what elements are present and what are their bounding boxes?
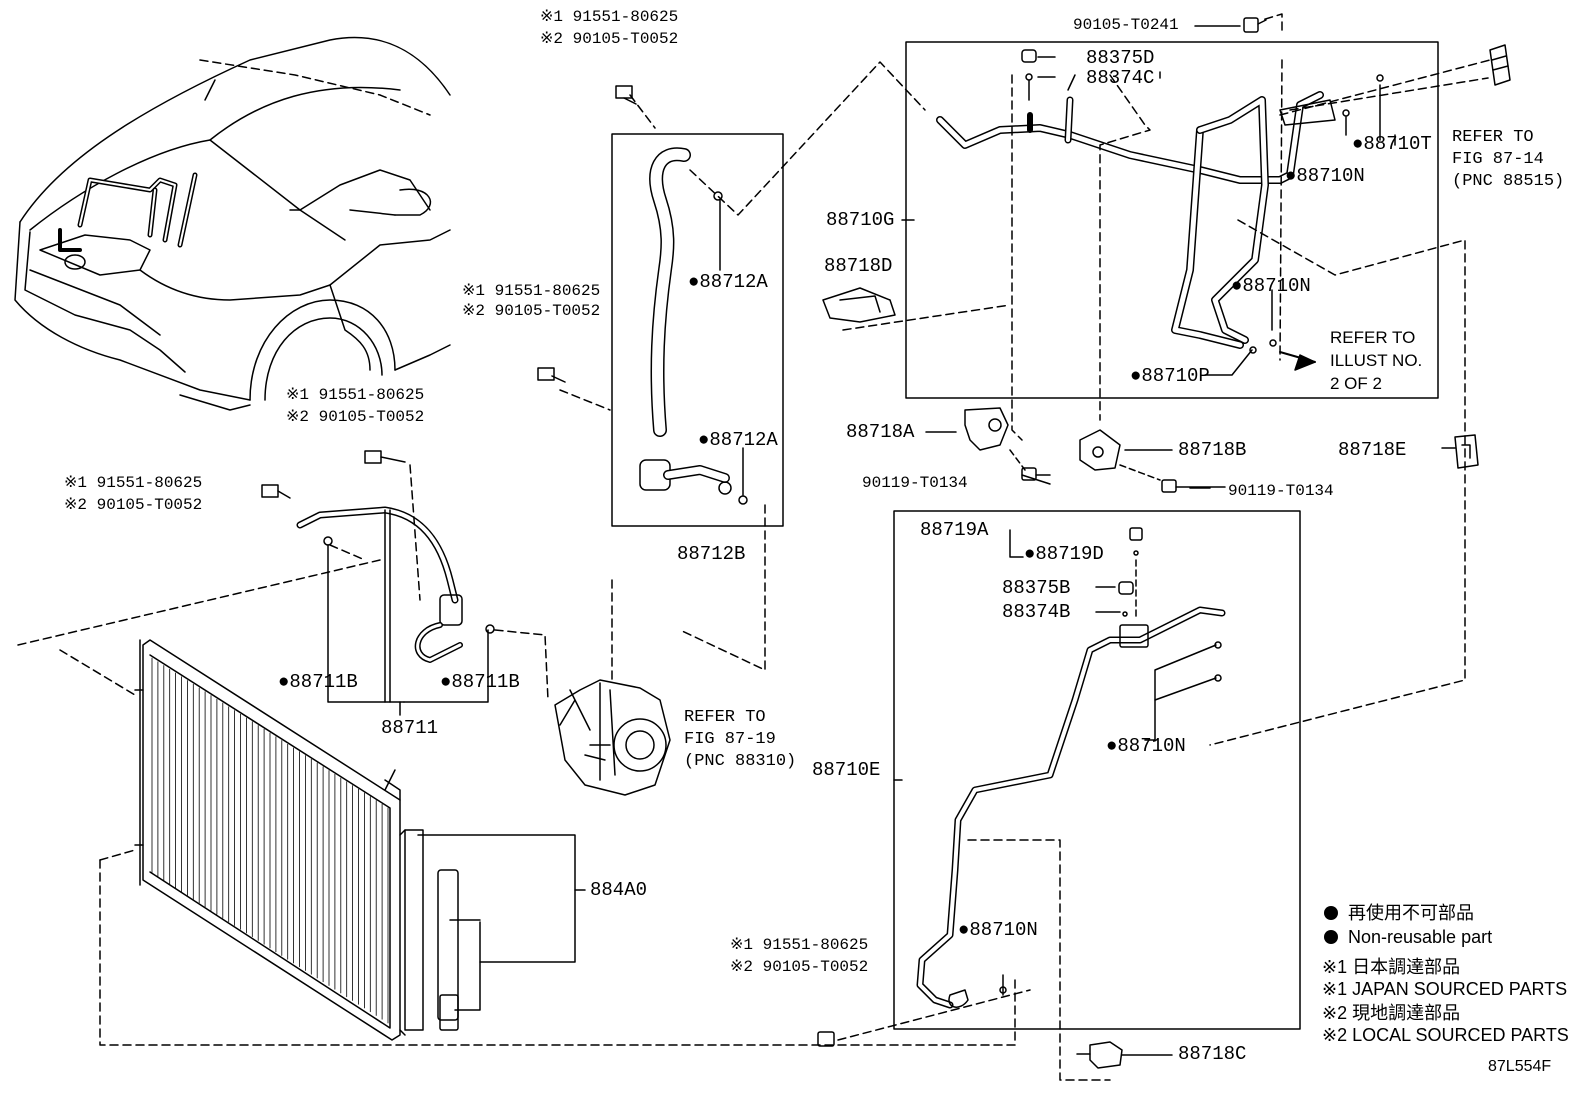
label-88718c: 88718C <box>1178 1043 1247 1065</box>
label-88710n-3: ●88710N <box>1106 735 1186 757</box>
label-bolt-mid-1: ※1 91551-80625 <box>462 282 601 300</box>
legend-nonreusable-jp: 再使用不可部品 <box>1348 903 1474 923</box>
label-bolt-top-1: ※1 91551-80625 <box>540 8 679 26</box>
label-88374c: 88374C <box>1086 67 1155 89</box>
pipe-88710g <box>936 49 1384 354</box>
legend-japan-sourced-en: ※1 JAPAN SOURCED PARTS <box>1322 979 1568 999</box>
bolt-88712-mid <box>537 367 566 383</box>
bolt-88711-b <box>261 484 291 499</box>
label-88712a-2: ●88712A <box>698 429 778 451</box>
refer-illust-line1: REFER TO <box>1330 328 1416 347</box>
condenser-illustration <box>134 639 401 1041</box>
refer-fig-87-19-line3: (PNC 88310) <box>684 752 797 771</box>
label-88711b-1: ●88711B <box>278 671 358 693</box>
pipe-88710e <box>916 527 1226 1009</box>
label-bolt-711b-2: ※2 90105-T0052 <box>64 496 203 514</box>
clip-88718c <box>1089 1041 1123 1069</box>
bracket-88718a <box>964 407 1009 451</box>
label-88710n-1: ●88710N <box>1285 165 1365 187</box>
compressor-illustration <box>554 679 671 796</box>
label-88374b: 88374B <box>1002 601 1071 623</box>
box-88712b <box>611 133 784 527</box>
label-884a0: 884A0 <box>590 879 648 901</box>
refer-illust-line3: 2 OF 2 <box>1330 374 1382 393</box>
label-88375b: 88375B <box>1002 577 1071 599</box>
label-88718a: 88718A <box>846 421 915 443</box>
box-88710e <box>893 510 1301 1030</box>
vehicle-front-illustration <box>14 36 451 411</box>
refer-illust-line2: ILLUST NO. <box>1330 351 1423 370</box>
label-88719a: 88719A <box>920 519 989 541</box>
label-88711b-2: ●88711B <box>440 671 520 693</box>
label-bolt-711a-1: ※1 91551-80625 <box>286 386 425 404</box>
legend-local-sourced-en: ※2 LOCAL SOURCED PARTS <box>1322 1025 1569 1045</box>
label-88710t: ●88710T <box>1352 133 1432 155</box>
discharge-hose-88711 <box>296 506 495 663</box>
label-bolt-top-2: ※2 90105-T0052 <box>540 30 679 48</box>
bracket-88718b <box>1079 429 1121 471</box>
refer-fig-87-14-line1: REFER TO <box>1452 128 1534 147</box>
label-88719d: ●88719D <box>1024 543 1104 565</box>
label-88711: 88711 <box>381 717 439 739</box>
refer-fig-87-14-line3: (PNC 88515) <box>1452 172 1565 191</box>
label-88718d: 88718D <box>824 255 893 277</box>
label-88712b: 88712B <box>677 543 746 565</box>
label-88712a-1: ●88712A <box>688 271 768 293</box>
refer-fig-87-19-line1: REFER TO <box>684 708 766 727</box>
refer-fig-87-19-line2: FIG 87-19 <box>684 730 776 749</box>
label-88710p: ●88710P <box>1130 365 1210 387</box>
legend-local-sourced-jp: ※2 現地調達部品 <box>1322 1003 1461 1023</box>
label-bolt-bottom-2: ※2 90105-T0052 <box>730 958 869 976</box>
condenser-fins <box>151 657 389 1024</box>
label-bolt-711b-1: ※1 91551-80625 <box>64 474 203 492</box>
label-88710e: 88710E <box>812 759 881 781</box>
label-90105-t0241: 90105-T0241 <box>1073 16 1179 34</box>
label-88710g: 88710G <box>826 209 895 231</box>
grommet-88515 <box>1489 44 1511 86</box>
label-90119-t0134-b: 90119-T0134 <box>1228 482 1334 500</box>
label-88710n-4: ●88710N <box>958 919 1038 941</box>
label-bolt-bottom-1: ※1 91551-80625 <box>730 936 869 954</box>
refer-fig-87-14-line2: FIG 87-14 <box>1452 150 1544 169</box>
illustration-code: 87L554F <box>1488 1058 1552 1075</box>
label-90119-t0134-a: 90119-T0134 <box>862 474 968 492</box>
label-bolt-711a-2: ※2 90105-T0052 <box>286 408 425 426</box>
label-88718e: 88718E <box>1338 439 1407 461</box>
label-88710n-2: ●88710N <box>1231 275 1311 297</box>
legend-japan-sourced-jp: ※1 日本調達部品 <box>1322 957 1461 977</box>
clip-88718e <box>1454 434 1479 469</box>
legend-nonreusable-en: Non-reusable part <box>1348 927 1493 947</box>
label-88375d: 88375D <box>1086 47 1155 69</box>
legend-bullet-jp <box>1324 906 1338 920</box>
label-88718b: 88718B <box>1178 439 1247 461</box>
bolt-88712-top <box>615 85 637 105</box>
suction-hose <box>639 147 748 505</box>
label-bolt-mid-2: ※2 90105-T0052 <box>462 302 601 320</box>
legend-bullet-en <box>1324 930 1338 944</box>
bolt-88711-a <box>364 450 406 464</box>
